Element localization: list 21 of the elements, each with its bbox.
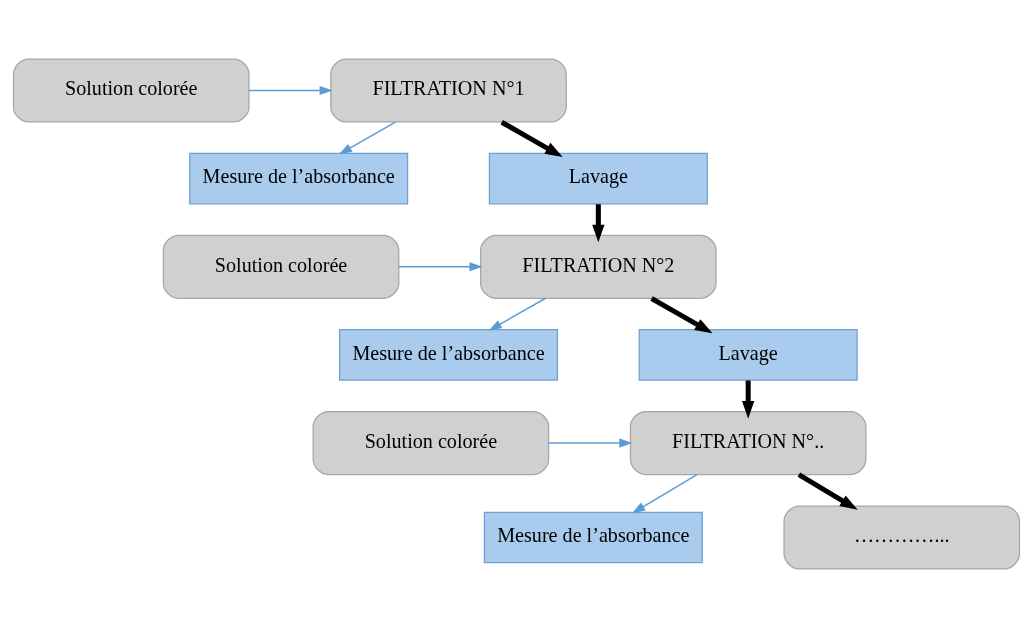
arrow: [488, 297, 546, 331]
arrow: [547, 437, 633, 448]
node-box: Mesure de l’absorbance: [338, 328, 559, 381]
node-box: Solution colorée: [162, 234, 400, 299]
node-box: Mesure de l’absorbance: [189, 152, 409, 204]
arrow: [592, 203, 605, 242]
node-box: Lavage: [638, 328, 858, 381]
node-box: Solution colorée: [312, 410, 550, 475]
arrow: [338, 120, 396, 154]
node-box: FILTRATION N°1: [330, 57, 567, 123]
node-box: Mesure de l’absorbance: [483, 511, 703, 563]
node-box: FILTRATION N°..: [629, 410, 867, 475]
arrow: [632, 473, 698, 513]
node-box: Lavage: [488, 152, 708, 204]
arrow: [398, 261, 483, 271]
arrow: [248, 85, 333, 95]
node-box: …………...: [783, 504, 1021, 570]
node-box: FILTRATION N°2: [480, 234, 717, 299]
arrow: [741, 380, 755, 419]
node-box: Solution colorée: [12, 57, 250, 123]
arrow: [797, 472, 858, 510]
